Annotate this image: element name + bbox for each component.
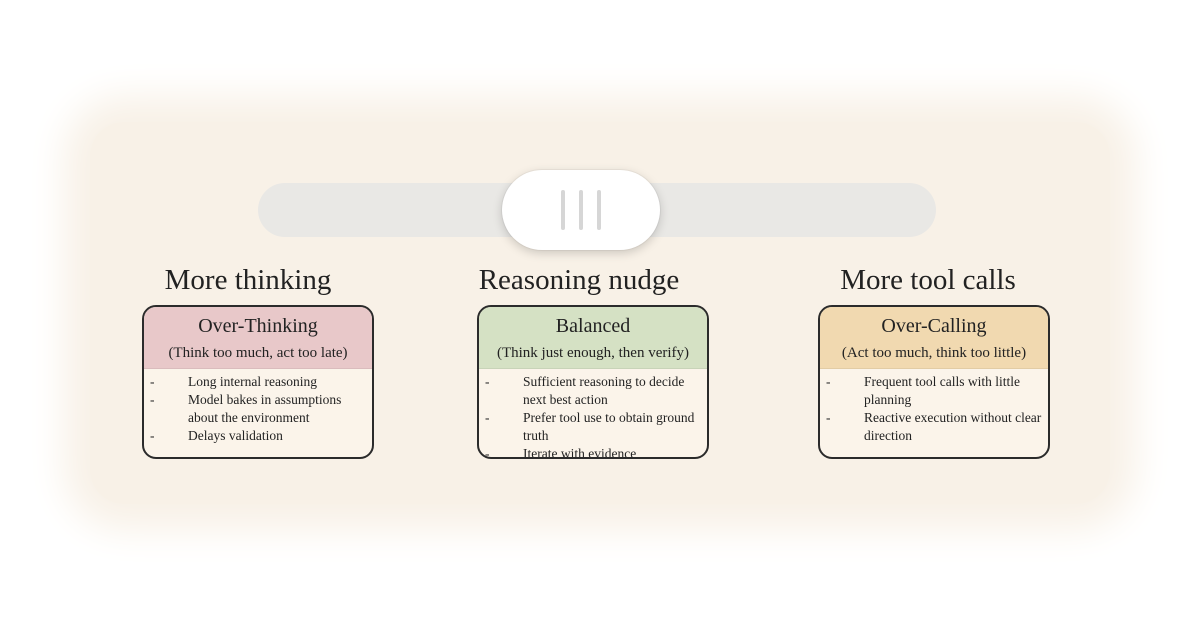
grip-lines-icon — [579, 190, 583, 230]
list-item: - Reactive execution without clear direct… — [820, 409, 1048, 445]
list-item-text: Reactive execution without clear directi… — [864, 410, 1042, 443]
bullet-marker: - — [485, 410, 490, 425]
card-over-thinking: Over-Thinking (Think too much, act too l… — [142, 305, 374, 459]
list-item: - Frequent tool calls with little plannin… — [820, 373, 1048, 409]
list-item-text: Delays validation — [188, 428, 283, 443]
list-item-text: Sufficient reasoning to decide next best… — [523, 374, 685, 407]
card-body: - Long internal reasoning - Model bakes in… — [144, 369, 372, 445]
bullet-marker: - — [150, 392, 155, 407]
card-header: Over-Calling (Act too much, think too li… — [820, 307, 1048, 369]
card-subtitle: (Think too much, act too late) — [168, 345, 348, 361]
list-item-text: Prefer tool use to obtain ground truth — [523, 410, 695, 443]
card-title: Balanced — [555, 315, 631, 337]
grip-lines-icon — [597, 190, 601, 230]
card-subtitle: (Act too much, think too little) — [841, 345, 1027, 361]
slider-knob[interactable] — [502, 170, 660, 250]
list-item: - Prefer tool use to obtain ground truth — [479, 409, 707, 445]
card-title: Over-Calling — [881, 315, 987, 337]
card-header: Balanced (Think just enough, then verify… — [479, 307, 707, 369]
card-title: Over-Thinking — [198, 315, 318, 337]
list-item: - Iterate with evidence — [479, 445, 707, 459]
bullet-marker: - — [826, 410, 831, 425]
card-balanced: Balanced (Think just enough, then verify… — [477, 305, 709, 459]
heading-more-tool-calls: More tool calls — [840, 264, 1016, 296]
list-item: - Delays validation — [144, 427, 372, 445]
list-item: - Model bakes in assumptions about the en… — [144, 391, 372, 427]
card-over-calling: Over-Calling (Act too much, think too li… — [818, 305, 1050, 459]
bullet-marker: - — [150, 374, 155, 389]
list-item-text: Iterate with evidence — [523, 446, 637, 459]
grip-lines-icon — [561, 190, 565, 230]
card-body: - Frequent tool calls with little plannin… — [820, 369, 1048, 445]
bullet-marker: - — [485, 446, 490, 459]
card-body: - Sufficient reasoning to decide next bes… — [479, 369, 707, 459]
list-item-text: Model bakes in assumptions about the env… — [188, 392, 342, 425]
list-item-text: Frequent tool calls with little planning — [864, 374, 1020, 407]
card-subtitle: (Think just enough, then verify) — [496, 345, 690, 361]
list-item: - Sufficient reasoning to decide next bes… — [479, 373, 707, 409]
heading-reasoning-nudge: Reasoning nudge — [478, 264, 680, 296]
bullet-marker: - — [150, 428, 155, 443]
list-item: - Long internal reasoning — [144, 373, 372, 391]
card-header: Over-Thinking (Think too much, act too l… — [144, 307, 372, 369]
bullet-marker: - — [826, 374, 831, 389]
heading-more-thinking: More thinking — [164, 264, 332, 296]
bullet-marker: - — [485, 374, 490, 389]
list-item-text: Long internal reasoning — [188, 374, 317, 389]
